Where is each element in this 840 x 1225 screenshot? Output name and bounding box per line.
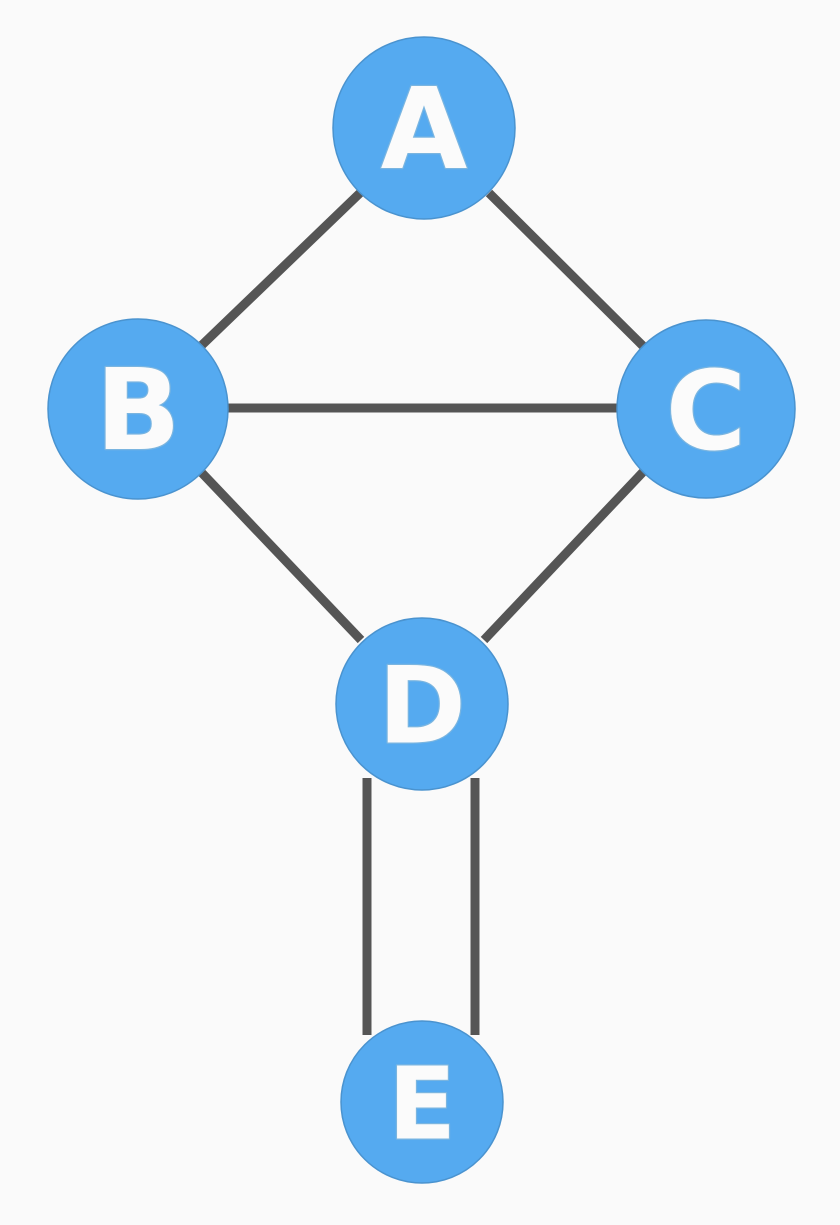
node-circle-c[interactable] xyxy=(616,319,796,499)
node-label-d: D xyxy=(378,645,466,768)
node-layer: A B C D E xyxy=(47,36,796,1184)
node-label-a: A xyxy=(381,65,468,195)
graph-edge-c-d[interactable] xyxy=(480,468,647,644)
graph-edge-b-d[interactable] xyxy=(198,469,365,644)
node-circle-a[interactable] xyxy=(332,36,516,220)
node-label-e: E xyxy=(388,1046,456,1163)
graph-node-c[interactable]: C xyxy=(616,319,796,499)
graph-edge-a-b[interactable] xyxy=(198,189,364,349)
graph-edge-a-c[interactable] xyxy=(485,189,647,350)
graph-node-b[interactable]: B xyxy=(47,318,229,500)
graph-node-d[interactable]: D xyxy=(335,617,509,791)
graph-node-e[interactable]: E xyxy=(340,1020,504,1184)
node-circle-d[interactable] xyxy=(335,617,509,791)
graph-node-a[interactable]: A xyxy=(332,36,516,220)
node-label-b: B xyxy=(95,346,180,476)
edge-layer xyxy=(198,189,647,1035)
node-label-c: C xyxy=(666,347,747,475)
node-circle-b[interactable] xyxy=(47,318,229,500)
node-circle-e[interactable] xyxy=(340,1020,504,1184)
